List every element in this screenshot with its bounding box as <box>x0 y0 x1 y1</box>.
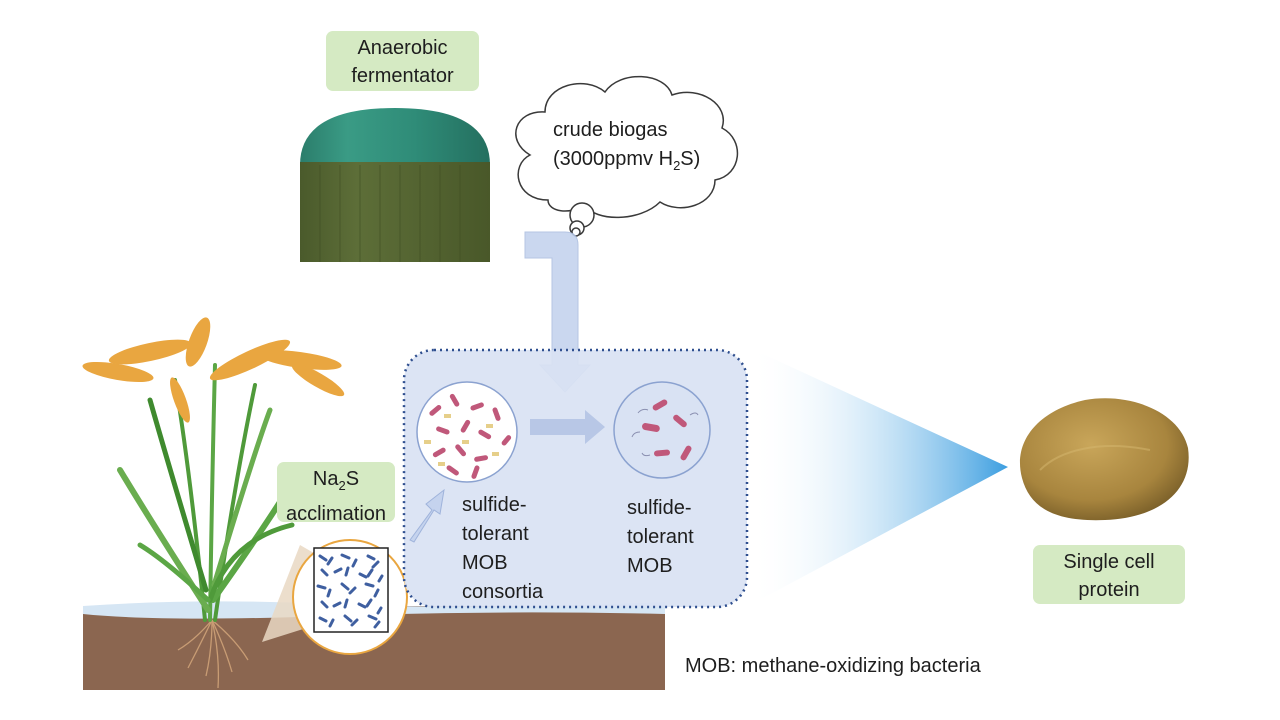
process-arrow <box>530 410 605 444</box>
product-label-line2: protein <box>1078 579 1140 601</box>
consortia-line: MOB <box>462 552 508 574</box>
mob-line: MOB <box>627 555 673 577</box>
consortia-text: sulfide- tolerant MOB consortia <box>462 491 572 607</box>
biogas-line2: (3000ppmv H2S) <box>553 148 701 173</box>
fermentator-label-line1: Anaerobic <box>357 37 448 59</box>
consortia-line: tolerant <box>462 523 529 545</box>
biogas-cloud-icon <box>515 75 738 237</box>
mob-line: sulfide- <box>627 497 692 519</box>
acclimation-label: Na2S acclimation <box>277 462 395 525</box>
mob-circle-icon <box>613 381 711 479</box>
acclimation-arrow <box>409 488 445 543</box>
rice-plant-icon <box>82 317 345 689</box>
acclimation-line2: acclimation <box>285 503 387 525</box>
acclimation-line1: Na2S <box>312 468 360 493</box>
product-label-line1: Single cell <box>1063 551 1155 573</box>
biogas-text: crude biogas (3000ppmv H2S) <box>553 116 733 180</box>
fermentator-label-line2: fermentator <box>351 65 454 87</box>
bacteria-circle-icon <box>416 381 518 483</box>
product-label: Single cell protein <box>1033 545 1185 604</box>
fermentator-tank-icon <box>300 108 490 262</box>
biogas-line1: crude biogas <box>553 119 668 141</box>
protein-powder-icon <box>1019 398 1189 521</box>
fermentator-label: Anaerobic fermentator <box>326 31 479 91</box>
mob-legend: MOB: methane-oxidizing bacteria <box>685 655 981 677</box>
consortia-line: consortia <box>462 581 544 603</box>
mob-line: tolerant <box>627 526 694 548</box>
consortia-line: sulfide- <box>462 494 527 516</box>
mob-text: sulfide- tolerant MOB <box>627 494 737 581</box>
soil-microbe-inset <box>292 539 408 655</box>
output-beam <box>750 348 1008 605</box>
